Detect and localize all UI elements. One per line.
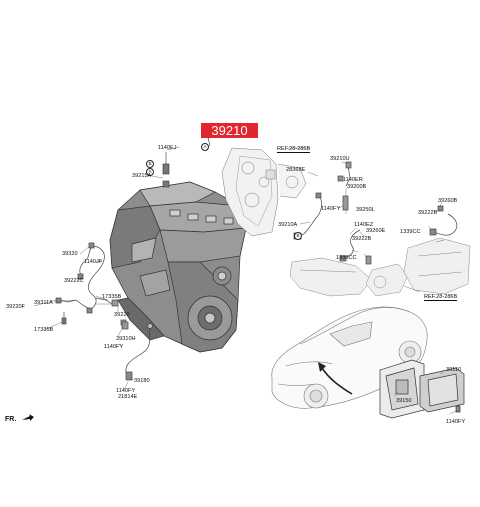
marker-b-left: B: [146, 160, 154, 168]
o2-sensors-right-drawing: [293, 161, 458, 265]
front-orientation-label: FR.: [5, 416, 17, 423]
front-direction-arrow: [22, 414, 34, 421]
part-label[interactable]: 39220F: [6, 304, 25, 310]
part-label[interactable]: 1339CC: [400, 229, 421, 235]
part-label[interactable]: 39260E: [366, 228, 386, 234]
part-label[interactable]: 39150: [396, 398, 412, 404]
part-label[interactable]: 1140FY: [446, 419, 466, 425]
part-label[interactable]: 39222C: [64, 278, 84, 284]
part-label[interactable]: 1140JF: [84, 259, 103, 265]
part-label[interactable]: 1140EZ: [354, 222, 374, 228]
part-label[interactable]: 39110: [446, 367, 462, 373]
part-label[interactable]: 39180: [134, 378, 150, 384]
part-label[interactable]: 39222B: [418, 210, 438, 216]
vehicle-location-arrow: [321, 367, 353, 395]
part-label[interactable]: 39210A: [278, 222, 298, 228]
exhaust-catalyst-drawing: [289, 237, 471, 297]
marker-a-left: A: [146, 168, 154, 176]
part-label[interactable]: 39260B: [438, 198, 458, 204]
leader-lines: [33, 129, 459, 415]
part-label[interactable]: 1140EJ: [158, 145, 177, 151]
part-label[interactable]: 1140FY: [116, 388, 136, 394]
part-label[interactable]: 39222B: [352, 236, 372, 242]
part-label[interactable]: 39310H: [116, 336, 136, 342]
part-label[interactable]: 39311A: [34, 300, 53, 306]
part-label[interactable]: 17335B: [34, 327, 54, 333]
part-callout-39210[interactable]: 39210: [201, 123, 258, 138]
intake-assembly-drawing: [221, 147, 307, 237]
ref-label-bottom[interactable]: REF.28-286B: [424, 294, 458, 301]
part-label[interactable]: 39210U: [330, 156, 350, 162]
engine-block-drawing: [109, 181, 247, 353]
o2-sensor-lower-drawing: [121, 321, 153, 381]
part-label[interactable]: 1140FY: [321, 206, 341, 212]
part-label[interactable]: 1339CC: [336, 255, 357, 261]
sensor-39215a-drawing: [162, 152, 170, 188]
part-label[interactable]: 39250L: [356, 207, 375, 213]
part-label[interactable]: 28368E: [286, 167, 306, 173]
ref-label-top[interactable]: REF.28-285B: [277, 146, 311, 153]
ecu-module-drawing: [419, 367, 465, 413]
marker-b-right: B: [294, 232, 302, 240]
part-label[interactable]: 39320: [62, 251, 78, 257]
part-label[interactable]: 1140FY: [104, 344, 124, 350]
harness-left-drawing: [55, 242, 127, 326]
part-label[interactable]: 39220: [114, 312, 130, 318]
vehicle-location-arrowhead: [318, 362, 326, 372]
part-label[interactable]: 17335B: [102, 294, 122, 300]
ecu-bracket-drawing: [379, 359, 425, 419]
part-label[interactable]: 21814E: [118, 394, 138, 400]
part-label[interactable]: 39215A: [132, 173, 152, 179]
part-label[interactable]: 39200B: [347, 184, 367, 190]
marker-a-top: A: [201, 143, 209, 151]
part-label[interactable]: 1140ER: [343, 177, 363, 183]
